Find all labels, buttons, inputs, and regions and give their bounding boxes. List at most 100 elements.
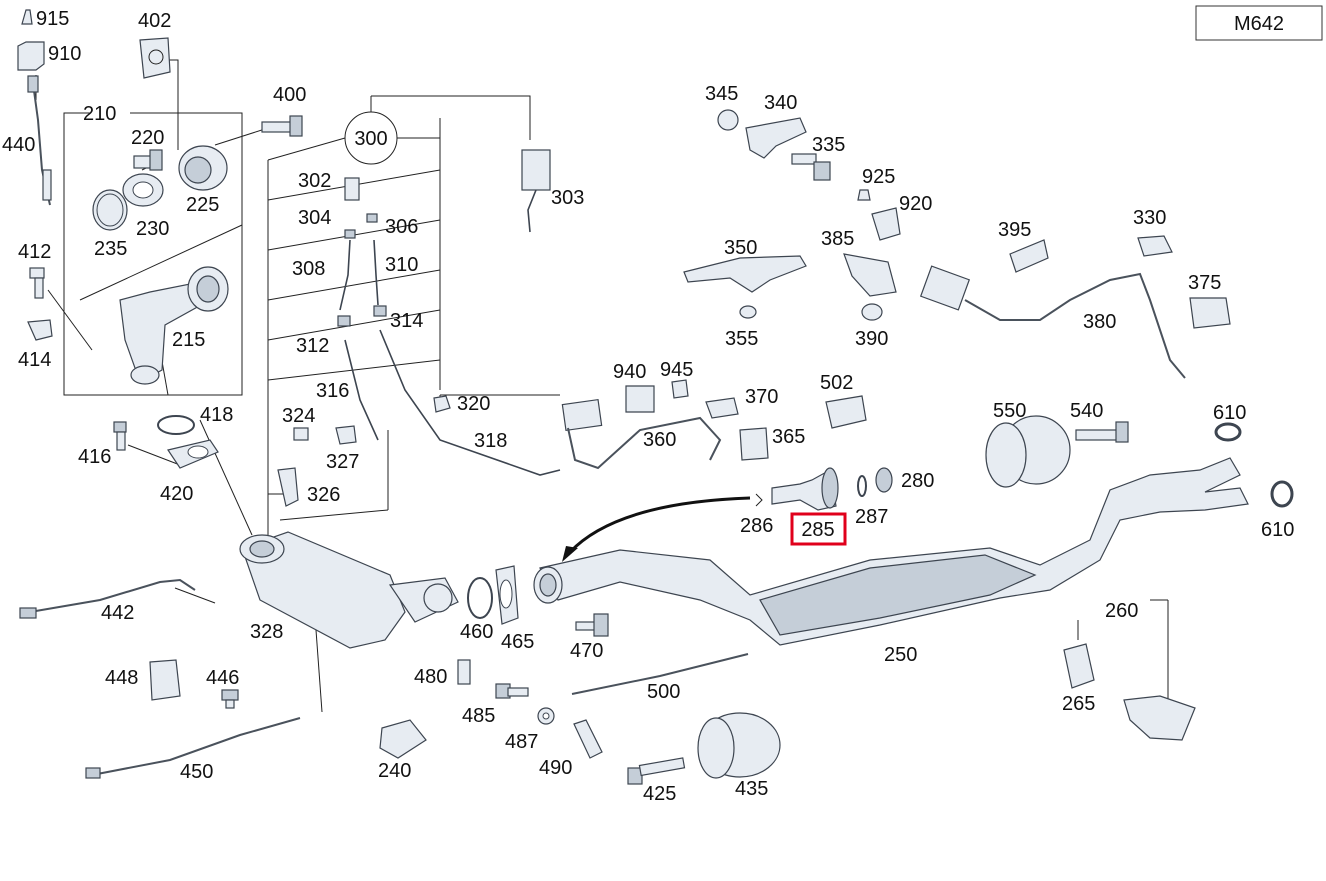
label-480[interactable]: 480	[414, 666, 447, 688]
label-370[interactable]: 370	[745, 386, 778, 408]
label-540[interactable]: 540	[1070, 400, 1103, 422]
label-385[interactable]: 385	[821, 228, 854, 250]
label-380[interactable]: 380	[1083, 311, 1116, 333]
label-920[interactable]: 920	[899, 193, 932, 215]
label-940[interactable]: 940	[613, 361, 646, 383]
label-435[interactable]: 435	[735, 778, 768, 800]
part-312-drawing	[337, 315, 351, 327]
part-416-drawing	[113, 421, 127, 451]
label-416[interactable]: 416	[78, 446, 111, 468]
label-287[interactable]: 287	[855, 506, 888, 528]
label-350[interactable]: 350	[724, 237, 757, 259]
label-316[interactable]: 316	[316, 380, 349, 402]
label-324[interactable]: 324	[282, 405, 315, 427]
label-310[interactable]: 310	[385, 254, 418, 276]
label-220[interactable]: 220	[131, 127, 164, 149]
label-925[interactable]: 925	[862, 166, 895, 188]
part-448-drawing	[149, 659, 181, 701]
part-260-drawing	[1123, 695, 1196, 741]
label-260[interactable]: 260	[1105, 600, 1138, 622]
label-490[interactable]: 490	[539, 757, 572, 779]
label-395[interactable]: 395	[998, 219, 1031, 241]
part-418-drawing	[157, 415, 195, 435]
label-250[interactable]: 250	[884, 644, 917, 666]
label-945[interactable]: 945	[660, 359, 693, 381]
part-303-drawing	[521, 149, 551, 233]
label-225[interactable]: 225	[186, 194, 219, 216]
label-360[interactable]: 360	[643, 429, 676, 451]
label-442[interactable]: 442	[101, 602, 134, 624]
label-402[interactable]: 402	[138, 10, 171, 32]
label-303[interactable]: 303	[551, 187, 584, 209]
label-502[interactable]: 502	[820, 372, 853, 394]
part-327-drawing	[335, 425, 357, 445]
label-345[interactable]: 345	[705, 83, 738, 105]
part-390-drawing	[861, 303, 883, 321]
label-285[interactable]: 285	[801, 519, 834, 541]
label-465[interactable]: 465	[501, 631, 534, 653]
label-448[interactable]: 448	[105, 667, 138, 689]
label-265[interactable]: 265	[1062, 693, 1095, 715]
label-235[interactable]: 235	[94, 238, 127, 260]
part-370-drawing	[705, 397, 739, 419]
assembly-arrow	[562, 496, 751, 562]
part-425-drawing	[627, 757, 686, 785]
label-420[interactable]: 420	[160, 483, 193, 505]
label-308[interactable]: 308	[292, 258, 325, 280]
label-440[interactable]: 440	[2, 134, 35, 156]
label-418[interactable]: 418	[200, 404, 233, 426]
label-450[interactable]: 450	[180, 761, 213, 783]
label-365[interactable]: 365	[772, 426, 805, 448]
label-326[interactable]: 326	[307, 484, 340, 506]
label-414[interactable]: 414	[18, 349, 51, 371]
part-318-drawing	[379, 329, 561, 476]
part-225-drawing	[178, 145, 228, 191]
part-610a-drawing	[1214, 422, 1242, 442]
label-375[interactable]: 375	[1188, 272, 1221, 294]
label-610-bottom[interactable]: 610	[1261, 519, 1294, 541]
part-487-drawing	[537, 707, 555, 725]
label-215[interactable]: 215	[172, 329, 205, 351]
label-390[interactable]: 390	[855, 328, 888, 350]
label-335[interactable]: 335	[812, 134, 845, 156]
label-550[interactable]: 550	[993, 400, 1026, 422]
label-610-top[interactable]: 610	[1213, 402, 1246, 424]
label-302[interactable]: 302	[298, 170, 331, 192]
label-306[interactable]: 306	[385, 216, 418, 238]
label-485[interactable]: 485	[462, 705, 495, 727]
label-318[interactable]: 318	[474, 430, 507, 452]
part-220-drawing	[133, 149, 163, 171]
label-487[interactable]: 487	[505, 731, 538, 753]
label-340[interactable]: 340	[764, 92, 797, 114]
label-470[interactable]: 470	[570, 640, 603, 662]
label-328[interactable]: 328	[250, 621, 283, 643]
label-320[interactable]: 320	[457, 393, 490, 415]
part-412-drawing	[29, 267, 45, 299]
label-400[interactable]: 400	[273, 84, 306, 106]
label-500[interactable]: 500	[647, 681, 680, 703]
label-412[interactable]: 412	[18, 241, 51, 263]
label-280[interactable]: 280	[901, 470, 934, 492]
part-304-drawing	[344, 229, 356, 239]
label-286[interactable]: 286	[740, 515, 773, 537]
label-460[interactable]: 460	[460, 621, 493, 643]
label-240[interactable]: 240	[378, 760, 411, 782]
label-314[interactable]: 314	[390, 310, 423, 332]
label-355[interactable]: 355	[725, 328, 758, 350]
label-446[interactable]: 446	[206, 667, 239, 689]
label-304[interactable]: 304	[298, 207, 331, 229]
label-230[interactable]: 230	[136, 218, 169, 240]
label-312[interactable]: 312	[296, 335, 329, 357]
part-945-drawing	[671, 379, 689, 399]
part-502-drawing	[825, 395, 867, 429]
label-210[interactable]: 210	[83, 103, 116, 125]
part-465-drawing	[495, 565, 519, 625]
label-910[interactable]: 910	[48, 43, 81, 65]
part-230-drawing	[122, 173, 164, 207]
label-327[interactable]: 327	[326, 451, 359, 473]
label-915[interactable]: 915	[36, 8, 69, 30]
label-330[interactable]: 330	[1133, 207, 1166, 229]
label-425[interactable]: 425	[643, 783, 676, 805]
part-540-drawing	[1075, 421, 1129, 443]
label-300[interactable]: 300	[354, 128, 387, 150]
